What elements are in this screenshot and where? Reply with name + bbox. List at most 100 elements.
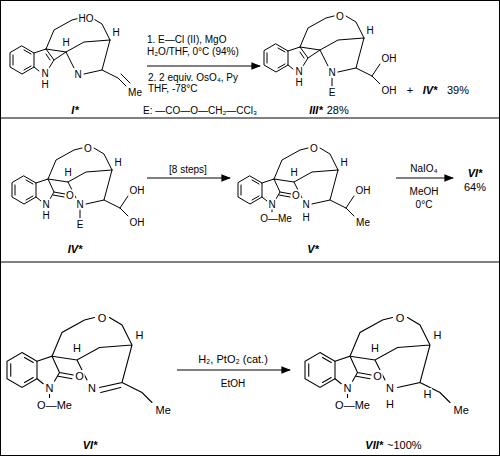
atom-label: H xyxy=(433,329,443,341)
row-rule xyxy=(0,262,500,263)
yield: 64% xyxy=(464,181,486,194)
atom-label: H xyxy=(135,329,145,341)
compound-number: V* xyxy=(307,243,319,256)
atom-label: H xyxy=(423,388,433,400)
molecule-i xyxy=(10,18,130,86)
atom-label: OH xyxy=(381,85,398,96)
reaction-arrow xyxy=(177,369,290,370)
compound-label-group: VII* ~100% xyxy=(365,439,421,452)
compound-node: VI*64% xyxy=(455,160,495,200)
yield: ~100% xyxy=(387,439,422,452)
atom-label: E xyxy=(76,219,85,230)
atom-label: O xyxy=(65,190,75,201)
atom-label: N xyxy=(41,199,50,210)
reagent-note: EtOH xyxy=(220,378,246,389)
compound-number: VII* xyxy=(365,439,383,452)
atom-label: N xyxy=(327,67,336,78)
reagent-label: NaIO₄ xyxy=(410,163,437,175)
atom-label: H xyxy=(301,212,310,223)
atom-label: O xyxy=(291,190,301,201)
atom-label: O xyxy=(335,11,345,22)
atom-label: H xyxy=(63,167,72,178)
reaction-arrow xyxy=(147,65,260,66)
atom-label: N xyxy=(267,199,276,210)
atom-label: N xyxy=(73,69,82,80)
compound-number: VI* xyxy=(83,439,98,452)
reagent-label: H₂, PtO₂ (cat.) xyxy=(198,353,268,366)
reagent-label: 1. E—Cl (II), MgO H₂O/THF, 0°C (94%) xyxy=(147,34,259,58)
reaction-arrow xyxy=(147,177,230,178)
atom-label: OH xyxy=(129,185,146,196)
atom-label: O xyxy=(83,143,93,154)
atom-label: HO xyxy=(78,13,95,24)
atom-label: H xyxy=(40,79,49,90)
atom-label: H xyxy=(72,341,82,353)
compound-node: VI* xyxy=(5,268,175,452)
reagent-label: [8 steps] xyxy=(169,164,207,176)
atom-label: Me xyxy=(453,404,470,416)
atom-label: N xyxy=(87,381,97,393)
compound-label-group: VI* xyxy=(83,439,98,452)
compound-node: III* 28% xyxy=(262,5,396,117)
atom-label: H xyxy=(370,341,380,353)
compound-label-group: III* 28% xyxy=(309,104,348,117)
reagent-note: MeOH xyxy=(409,186,440,197)
molecule-vi xyxy=(7,318,152,403)
molecule-vii xyxy=(305,318,450,403)
atom-label: O xyxy=(97,311,108,323)
atom-label: H xyxy=(61,37,70,48)
compound-label-group: VI*64% xyxy=(464,167,486,193)
molecule-iv xyxy=(12,148,128,218)
atom-label: O—Me xyxy=(36,399,73,411)
atom-label: OH xyxy=(381,53,398,64)
reagent-note: + xyxy=(406,84,414,96)
atom-label: H xyxy=(289,167,298,178)
atom-label: O xyxy=(74,370,85,382)
reagent-note: 2. 2 equiv. OsO₄, Py THF, -78°C xyxy=(147,72,261,94)
atom-label: H xyxy=(294,77,303,88)
atom-label: Me xyxy=(155,404,172,416)
molecule-v xyxy=(238,148,354,216)
molecules xyxy=(7,16,450,403)
atom-label: O xyxy=(372,370,383,382)
atom-label: H xyxy=(339,157,348,168)
atom-label: O xyxy=(309,143,319,154)
compound-number: III* xyxy=(309,104,322,117)
reagent-note: IV* xyxy=(422,84,439,96)
atom-label: OH xyxy=(355,185,372,196)
row-rule xyxy=(0,118,500,119)
compound-number: I* xyxy=(71,104,78,117)
atom-label: O xyxy=(395,311,406,323)
atom-label: N xyxy=(45,381,55,393)
compound-number: IV* xyxy=(68,243,83,256)
atom-label: H xyxy=(111,27,120,38)
atom-label: E xyxy=(328,87,337,98)
reagent-note: E: —CO—O—CH₂—CCl₃ xyxy=(142,105,258,116)
compound-node: I* xyxy=(5,5,145,117)
compound-label-group: IV* xyxy=(68,243,83,256)
compound-label-group: V* xyxy=(307,243,319,256)
reagent-note: 39% xyxy=(446,84,470,96)
atom-label: H xyxy=(365,25,374,36)
atom-label: N xyxy=(75,199,84,210)
atom-label: N xyxy=(343,381,353,393)
compound-node: VII* ~100% xyxy=(292,268,495,452)
reaction-arrow xyxy=(396,177,453,178)
atom-label: N xyxy=(301,199,310,210)
atom-label: H xyxy=(41,210,50,221)
atom-label: O—Me xyxy=(334,399,371,411)
reagent-note: 0°C xyxy=(415,199,434,210)
compound-node: IV* xyxy=(5,122,145,256)
yield: 28% xyxy=(327,104,349,117)
atom-label: O—Me xyxy=(259,213,293,224)
atom-label: H xyxy=(385,398,395,410)
compound-label-group: I* xyxy=(71,104,78,117)
atom-label: Me xyxy=(127,87,143,98)
atom-label: N xyxy=(385,381,395,393)
atom-label: OH xyxy=(129,217,146,228)
compound-number: VI* xyxy=(468,167,483,180)
atom-label: Me xyxy=(355,217,371,228)
atom-label: H xyxy=(113,157,122,168)
